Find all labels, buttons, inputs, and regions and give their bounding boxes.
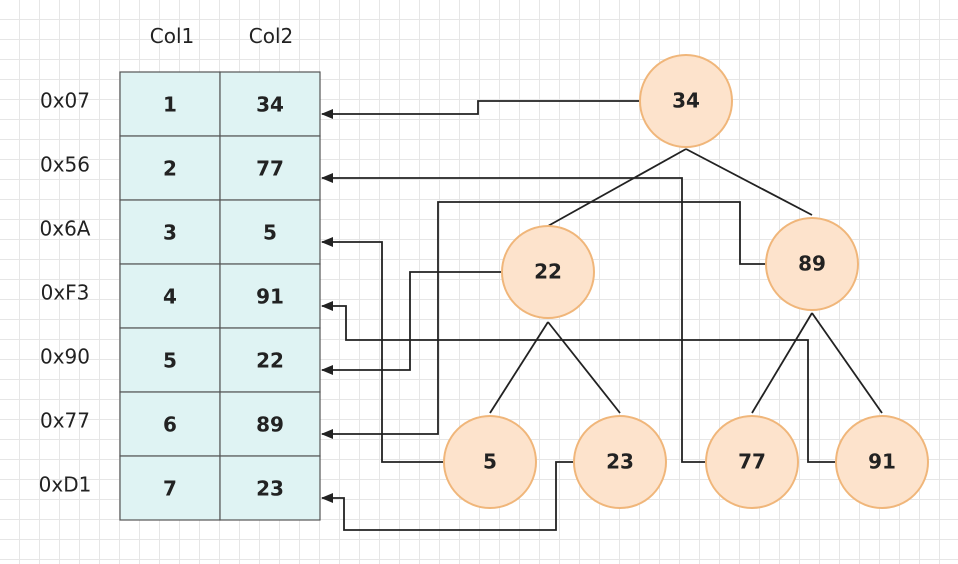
table-row: 0x77 6 89 (40, 391, 321, 457)
col2-cell (219, 71, 321, 137)
col1-header: Col1 (150, 24, 194, 48)
row-address: 0x90 (40, 345, 90, 369)
col2-value: 5 (263, 221, 277, 245)
col1-cell (119, 71, 221, 137)
pointer-arrow (321, 173, 706, 463)
col2-value: 91 (256, 285, 284, 309)
col2-value: 23 (256, 477, 284, 501)
col2-value: 89 (256, 413, 284, 437)
table-row: 0x56 2 77 (40, 135, 321, 201)
tree-node: 34 (639, 54, 733, 148)
col2-cell (219, 263, 321, 329)
tree-node: 22 (501, 225, 595, 319)
tree-node-circle (573, 415, 667, 509)
col1-value: 1 (163, 93, 177, 117)
pointer-arrow (321, 271, 502, 375)
col1-value: 4 (163, 285, 177, 309)
col1-value: 3 (163, 221, 177, 245)
tree-node-label: 89 (798, 252, 826, 276)
col2-value: 77 (256, 157, 284, 181)
row-address: 0x6A (40, 217, 91, 241)
col1-value: 7 (163, 477, 177, 501)
tree-node-label: 91 (868, 450, 896, 474)
tree-node-circle (835, 415, 929, 509)
tree-edge (547, 148, 687, 227)
col1-value: 2 (163, 157, 177, 181)
tree-node-circle (765, 217, 859, 311)
col1-cell (119, 455, 221, 521)
row-address: 0xD1 (39, 473, 92, 497)
col2-cell (219, 455, 321, 521)
tree-node-circle (501, 225, 595, 319)
tree-node-label: 34 (672, 89, 700, 113)
tree-node: 77 (705, 415, 799, 509)
pointer-arrow (321, 201, 766, 439)
col1-value: 5 (163, 349, 177, 373)
tree-node-label: 22 (534, 260, 562, 284)
tree-edge (547, 321, 621, 414)
tree-edge (811, 312, 883, 414)
col2-header: Col2 (249, 24, 293, 48)
tree-node: 5 (443, 415, 537, 509)
tree-node-label: 77 (738, 450, 766, 474)
pointer-arrow (321, 461, 574, 531)
table-row: 0xF3 4 91 (41, 263, 321, 329)
col2-value: 34 (256, 93, 284, 117)
tree-node: 23 (573, 415, 667, 509)
tree-node-circle (639, 54, 733, 148)
table-row: 0x90 5 22 (40, 327, 321, 393)
index-table: 0x07 1 34 0x56 2 77 0x6A 3 5 0xF3 4 91 0x90 5 22 0x77 6 8… (39, 71, 321, 521)
tree-node-label: 23 (606, 450, 634, 474)
col2-cell (219, 327, 321, 393)
tree-node-circle (443, 415, 537, 509)
binary-tree: 34 22 89 5 23 77 91 (443, 54, 929, 509)
col2-value: 22 (256, 349, 284, 373)
table-row: 0x07 1 34 (40, 71, 321, 137)
tree-node: 91 (835, 415, 929, 509)
pointer-arrow (321, 301, 836, 463)
table-row: 0x6A 3 5 (40, 199, 321, 265)
pointer-arrow (321, 237, 444, 463)
row-address: 0x07 (40, 89, 90, 113)
col2-cell (219, 199, 321, 265)
col1-cell (119, 135, 221, 201)
col1-value: 6 (163, 413, 177, 437)
tree-edges (489, 148, 883, 414)
row-address: 0x77 (40, 409, 90, 433)
pointer-arrow (321, 100, 640, 119)
tree-edge (751, 312, 813, 414)
table-row: 0xD1 7 23 (39, 455, 321, 521)
pointer-lines (321, 100, 836, 531)
tree-node: 89 (765, 217, 859, 311)
col2-cell (219, 391, 321, 457)
tree-edge (489, 321, 549, 414)
row-address: 0xF3 (41, 281, 90, 305)
tree-node-label: 5 (483, 450, 497, 474)
tree-edge (685, 148, 813, 216)
row-address: 0x56 (40, 153, 90, 177)
col2-cell (219, 135, 321, 201)
tree-node-circle (705, 415, 799, 509)
